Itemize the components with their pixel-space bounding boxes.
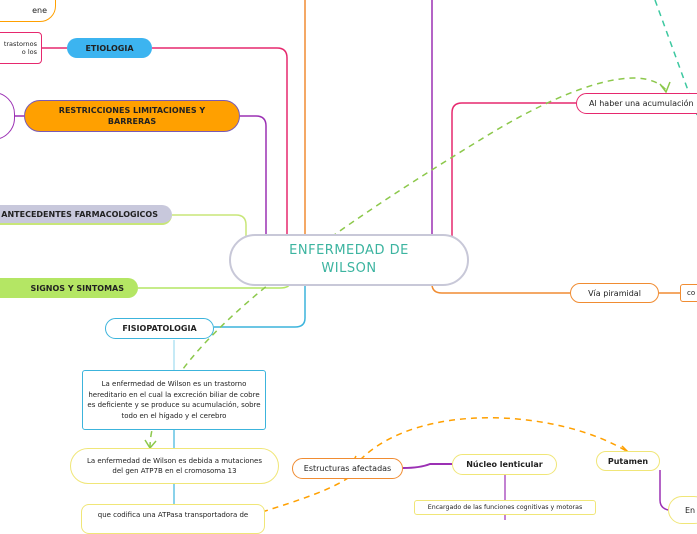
connector-estructuras-nucleo [402,463,452,469]
topic-nucleo-label: Núcleo lenticular [466,460,543,469]
topic-via-piramidal-label: Vía piramidal [588,288,641,298]
fisio-note-3[interactable]: que codifica una ATPasa transportadora d… [81,504,265,534]
fisio-note-3-text: que codifica una ATPasa transportadora d… [97,511,249,519]
dashed-relation-fisio-estructuras [261,477,349,513]
central-title: ENFERMEDAD DE WILSON [289,243,409,276]
topic-via-piramidal[interactable]: Vía piramidal [570,283,659,303]
etiologia-note[interactable]: trastornos o los [0,32,42,64]
topic-en-fragment-label: En [685,505,696,515]
topic-etiologia-label: ETIOLOGIA [85,43,134,53]
topic-antecedentes[interactable]: ANTECEDENTES FARMACOLOGICOS [0,205,172,225]
connector-via [431,283,570,294]
topic-etiologia[interactable]: ETIOLOGIA [67,38,152,58]
fisio-note-2-text: La enfermedad de Wilson es debida a muta… [87,456,262,476]
topic-top-fragment[interactable]: ene [0,0,56,22]
connector-putamen-en [659,470,669,511]
nucleo-note-text: Encargado de las funciones cognitivas y … [427,504,583,511]
topic-fisiopatologia[interactable]: FISIOPATOLOGIA [105,318,214,339]
topic-estructuras[interactable]: Estructuras afectadas [292,458,403,479]
topic-nucleo[interactable]: Núcleo lenticular [452,454,557,475]
topic-putamen-label: Putamen [607,456,649,466]
topic-signos-label: SIGNOS Y SINTOMAS [30,283,124,293]
topic-antecedentes-label: ANTECEDENTES FARMACOLOGICOS [1,209,158,219]
fisio-note-2[interactable]: La enfermedad de Wilson es debida a muta… [70,448,279,484]
topic-en-fragment[interactable]: En [668,496,697,524]
topic-restricciones[interactable]: RESTRICCIONES LIMITACIONES Y BARRERAS [24,100,240,132]
central-topic[interactable]: ENFERMEDAD DE WILSON [229,234,469,286]
topic-top-fragment-label: ene [32,5,47,15]
topic-acumulacion-label: Al haber una acumulación [589,99,694,108]
connector-etiologia [152,47,288,238]
via-note-fragment-text: co [687,289,696,297]
connector-acumulacion [451,102,576,238]
connector-fisio [214,286,306,328]
etiologia-note-line1: trastornos [3,40,37,48]
topic-fisiopatologia-label: FISIOPATOLOGIA [122,324,197,333]
via-note-fragment[interactable]: co [680,284,697,302]
dashed-relation-putamen [359,417,629,461]
connector-antecedentes [172,214,247,244]
topic-estructuras-label: Estructuras afectadas [303,464,392,473]
dashed-arrow-head-top [659,81,671,94]
fisio-note-1[interactable]: La enfermedad de Wilson es un trastorno … [82,370,266,430]
topic-putamen[interactable]: Putamen [596,451,660,471]
topic-restricciones-label: RESTRICCIONES LIMITACIONES Y BARRERAS [58,106,206,126]
connector-restricciones [240,115,267,242]
nucleo-note[interactable]: Encargado de las funciones cognitivas y … [414,500,596,515]
topic-acumulacion[interactable]: Al haber una acumulación [576,93,697,114]
etiologia-note-line2: o los [21,48,37,56]
topic-signos[interactable]: SIGNOS Y SINTOMAS [0,278,138,298]
fisio-note-1-text: La enfermedad de Wilson es un trastorno … [87,380,261,420]
